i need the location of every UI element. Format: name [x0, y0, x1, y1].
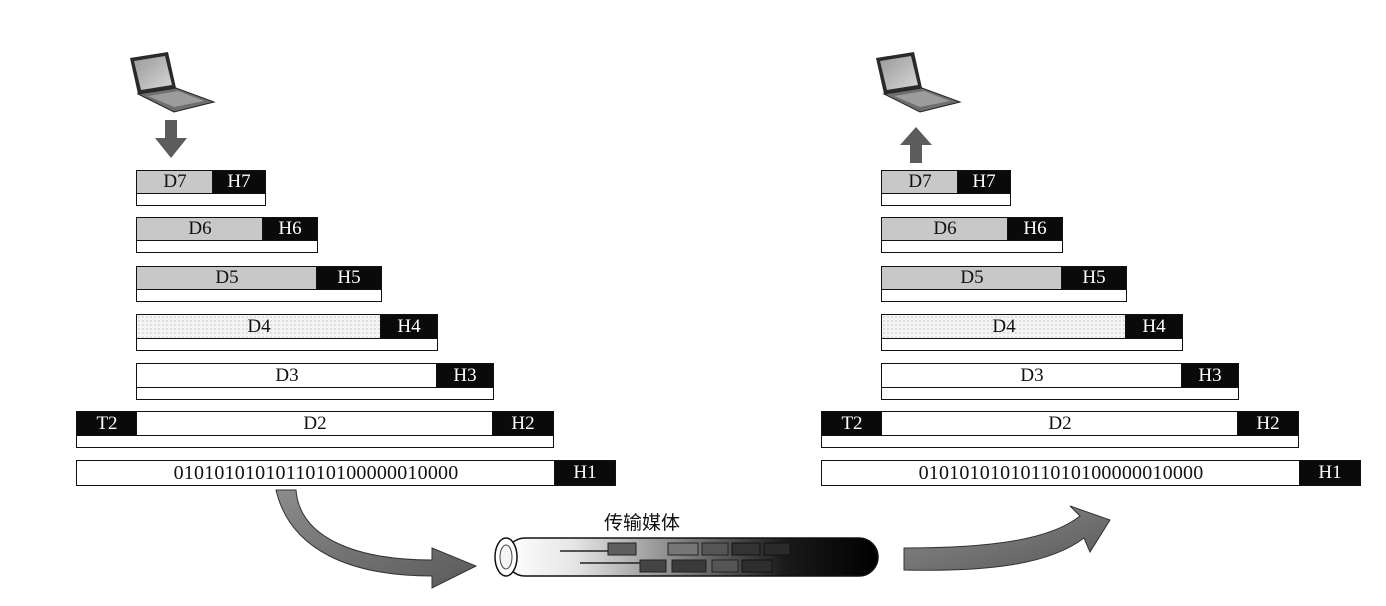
- header-h3: H3: [436, 363, 494, 388]
- header-h2: H2: [1237, 411, 1299, 436]
- arrow-up-icon: [900, 127, 932, 163]
- bit-stream: 0101010101011010100000010000: [76, 460, 556, 486]
- layer-bracket: [881, 194, 1011, 206]
- data-d6: D6: [136, 217, 264, 241]
- laptop-icon: [876, 52, 960, 112]
- layer-bracket: [136, 194, 266, 206]
- header-h3: H3: [1181, 363, 1239, 388]
- header-h4: H4: [380, 314, 438, 339]
- arrow-from-medium-icon: [904, 506, 1110, 570]
- layer-bracket: [136, 339, 438, 351]
- arrow-down-icon: [155, 120, 187, 158]
- data-d5: D5: [881, 266, 1063, 290]
- data-d3: D3: [881, 363, 1183, 388]
- layer-bracket: [881, 388, 1239, 400]
- header-h1: H1: [554, 460, 616, 486]
- trailer-t2: T2: [76, 411, 138, 436]
- layer-bracket: [821, 436, 1299, 448]
- data-d7: D7: [136, 170, 214, 194]
- data-d7: D7: [881, 170, 959, 194]
- header-h7: H7: [212, 170, 266, 194]
- data-d2: D2: [136, 411, 494, 436]
- header-h1: H1: [1299, 460, 1361, 486]
- trailer-t2: T2: [821, 411, 883, 436]
- data-d2: D2: [881, 411, 1239, 436]
- header-h5: H5: [1061, 266, 1127, 290]
- data-d3: D3: [136, 363, 438, 388]
- data-d6: D6: [881, 217, 1009, 241]
- layer-bracket: [136, 388, 494, 400]
- arrow-to-medium-icon: [276, 490, 476, 588]
- layer-bracket: [136, 241, 318, 253]
- data-d5: D5: [136, 266, 318, 290]
- header-h2: H2: [492, 411, 554, 436]
- medium-label: 传输媒体: [604, 508, 680, 535]
- layer-bracket: [881, 241, 1063, 253]
- transmission-medium-pipe: [495, 538, 878, 576]
- layer-bracket: [136, 290, 382, 302]
- laptop-icon: [130, 52, 214, 112]
- header-h4: H4: [1125, 314, 1183, 339]
- bit-stream: 0101010101011010100000010000: [821, 460, 1301, 486]
- layer-bracket: [881, 290, 1127, 302]
- data-d4: D4: [136, 314, 382, 339]
- data-d4: D4: [881, 314, 1127, 339]
- header-h6: H6: [262, 217, 318, 241]
- header-h7: H7: [957, 170, 1011, 194]
- header-h6: H6: [1007, 217, 1063, 241]
- header-h5: H5: [316, 266, 382, 290]
- layer-bracket: [881, 339, 1183, 351]
- layer-bracket: [76, 436, 554, 448]
